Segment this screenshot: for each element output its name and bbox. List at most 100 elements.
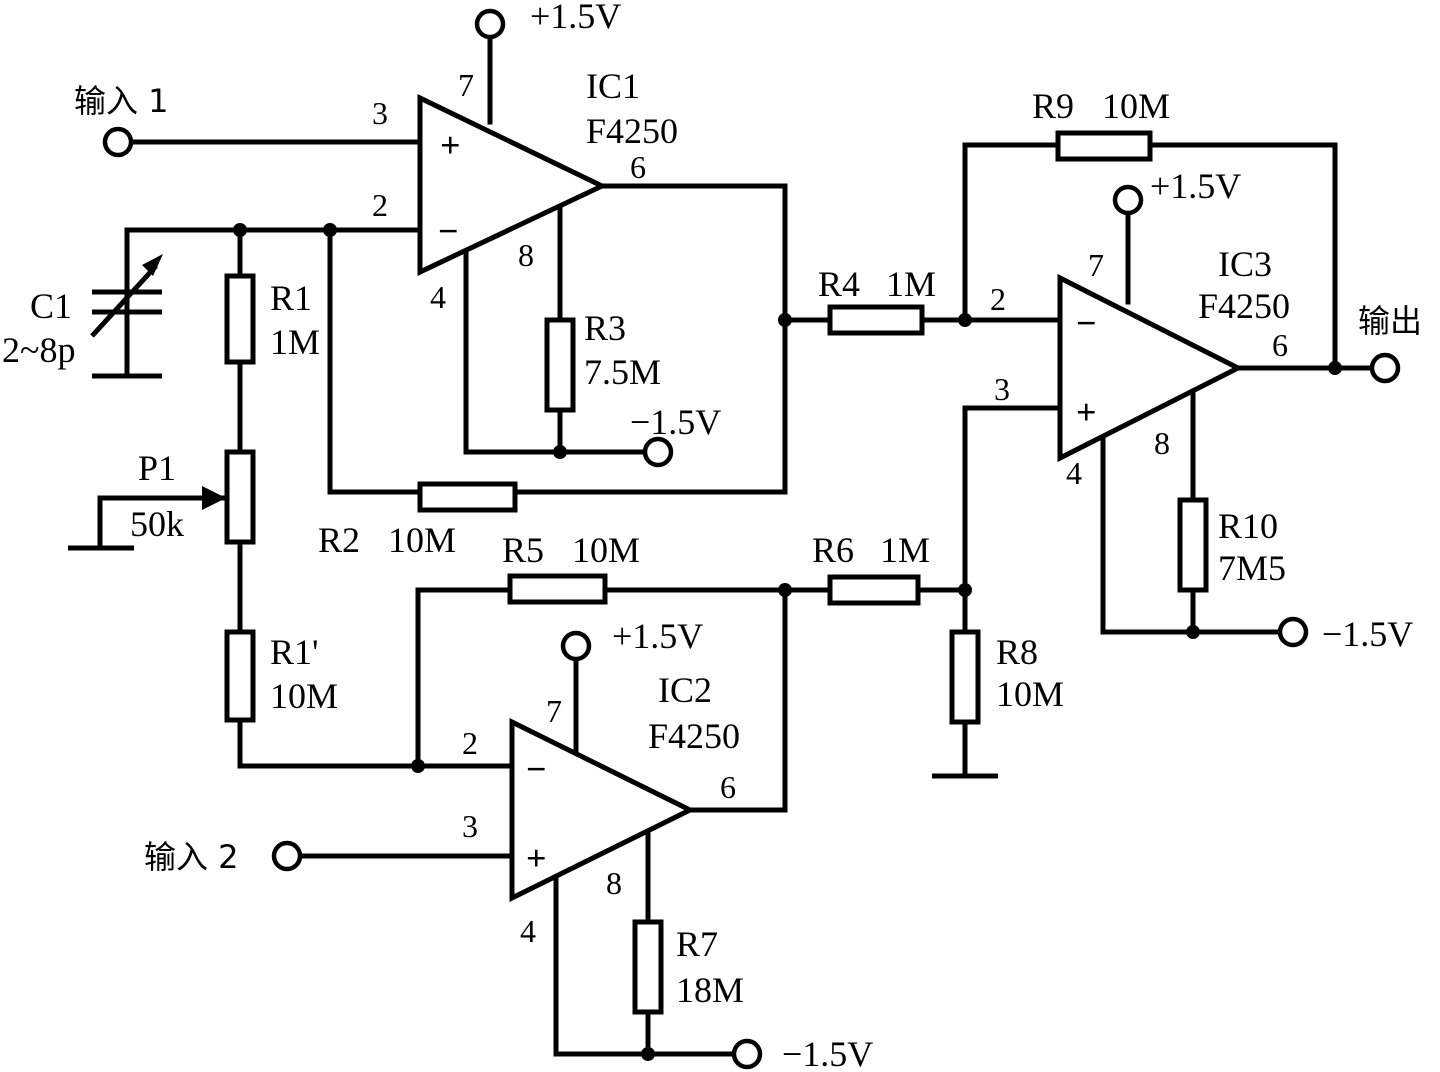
junction-dot [1328,361,1342,375]
terminal-ic2-vpos [560,630,592,662]
r2-value: 10M [388,520,456,560]
ic3-pin4-label: 4 [1066,455,1082,491]
ic2-pin8-label: 8 [606,865,622,901]
wire-r9-left [962,142,1061,323]
wire-ic2-vneg [553,875,737,1057]
ic3-minus-sign: − [1076,303,1097,343]
r7-name: R7 [676,924,718,964]
p1-name: P1 [138,448,176,488]
terminal-ic3-vpos [1112,184,1144,216]
ic2-pin6-label: 6 [720,769,736,805]
p1-value: 50k [130,504,184,544]
c1-value: 2~8p [2,330,75,370]
wire-r9-right [1147,142,1338,371]
ic2-pin2-label: 2 [462,725,478,761]
resistor-r3 [544,317,576,413]
potentiometer-p1 [224,449,256,545]
ic1-minus-sign: − [438,211,459,251]
r1p-name: R1' [270,632,319,672]
ic3-pin6-label: 6 [1272,327,1288,363]
ic2-name: IC2 [658,670,712,710]
r3-name: R3 [584,308,626,348]
ic2-pin3-label: 3 [462,808,478,844]
ic1-vneg-label: −1.5V [630,402,721,442]
resistor-r5 [507,573,608,605]
resistor-r10 [1177,497,1209,593]
terminal-ic2-vneg [731,1038,763,1070]
resistor-r1 [224,273,256,365]
r1-value: 1M [270,322,320,362]
wire-ic3-vneg [1100,434,1283,635]
junction-dot [1186,625,1200,639]
ic2-opamp [509,717,696,903]
r8-name: R8 [996,632,1038,672]
wire-ic1-vneg [463,249,648,455]
wire-p1-wiper [97,495,225,551]
input2-label: 输入 2 [144,838,239,876]
wire-r5-left [415,587,513,769]
resistor-r8 [949,629,981,725]
junction-dot [411,759,425,773]
ic2-plus-sign: + [526,838,547,878]
ic1-pin8-label: 8 [518,237,534,273]
r4-name: R4 [818,264,860,304]
r5-name: R5 [502,530,544,570]
ic3-pin7-label: 7 [1088,247,1104,283]
p1-wiper-arrow-icon [202,486,226,510]
r9-value: 10M [1102,86,1170,126]
ic3-vpos-label: +1.5V [1150,166,1241,206]
c1-name: C1 [30,286,72,326]
junction-dot [233,223,247,237]
ic1-pin2-label: 2 [372,187,388,223]
resistor-r1p [224,629,256,723]
ic3-pin2-label: 2 [990,281,1006,317]
terminal-ic3-vneg [1277,616,1309,648]
r2-name: R2 [318,520,360,560]
resistor-r6 [827,574,921,606]
ic1-name: IC1 [586,66,640,106]
junction-dot [778,313,792,327]
ic2-minus-sign: − [526,749,547,789]
junction-dot [778,583,792,597]
r3-value: 7.5M [584,352,661,392]
input1-label: 输入 1 [74,82,169,120]
r10-name: R10 [1218,506,1278,546]
ic2-part: F4250 [648,716,740,756]
ic2-vpos-label: +1.5V [612,616,703,656]
r6-value: 1M [880,530,930,570]
wire-r2-feedback [327,227,423,495]
r10-value: 7M5 [1218,548,1286,588]
junction-dot [641,1047,655,1061]
wires [97,35,1375,1057]
ic1-plus-sign: + [440,125,461,165]
resistor-r4 [827,304,925,336]
wire-ic2-output [687,587,788,813]
capacitor-c1 [90,254,163,338]
junction-dot [553,445,567,459]
ic3-part: F4250 [1198,286,1290,326]
r5-value: 10M [572,530,640,570]
ic1-pin3-label: 3 [372,95,388,131]
ic3-pin8-label: 8 [1154,425,1170,461]
ic2-pin4-label: 4 [520,913,536,949]
terminal-input2 [271,840,303,872]
ic1-opamp [417,94,608,276]
ic3-pin3-label: 3 [994,371,1010,407]
ic3-opamp [1057,273,1244,463]
output-label: 输出 [1358,302,1422,340]
resistor-r2 [417,481,518,513]
r1-name: R1 [270,278,312,318]
ic1-vpos-label: +1.5V [530,0,621,36]
r9-name: R9 [1032,86,1074,126]
junction-dot [323,223,337,237]
ic3-vneg-label: −1.5V [1322,614,1413,654]
ic2-vneg-label: −1.5V [782,1034,873,1072]
junction-dots [233,223,1342,1061]
r8-value: 10M [996,674,1064,714]
junction-dot [958,313,972,327]
ic3-name: IC3 [1218,244,1272,284]
ic1-pin4-label: 4 [430,279,446,315]
wire-ic1-output [512,183,788,495]
c1-variable-arrow-line [90,264,158,338]
